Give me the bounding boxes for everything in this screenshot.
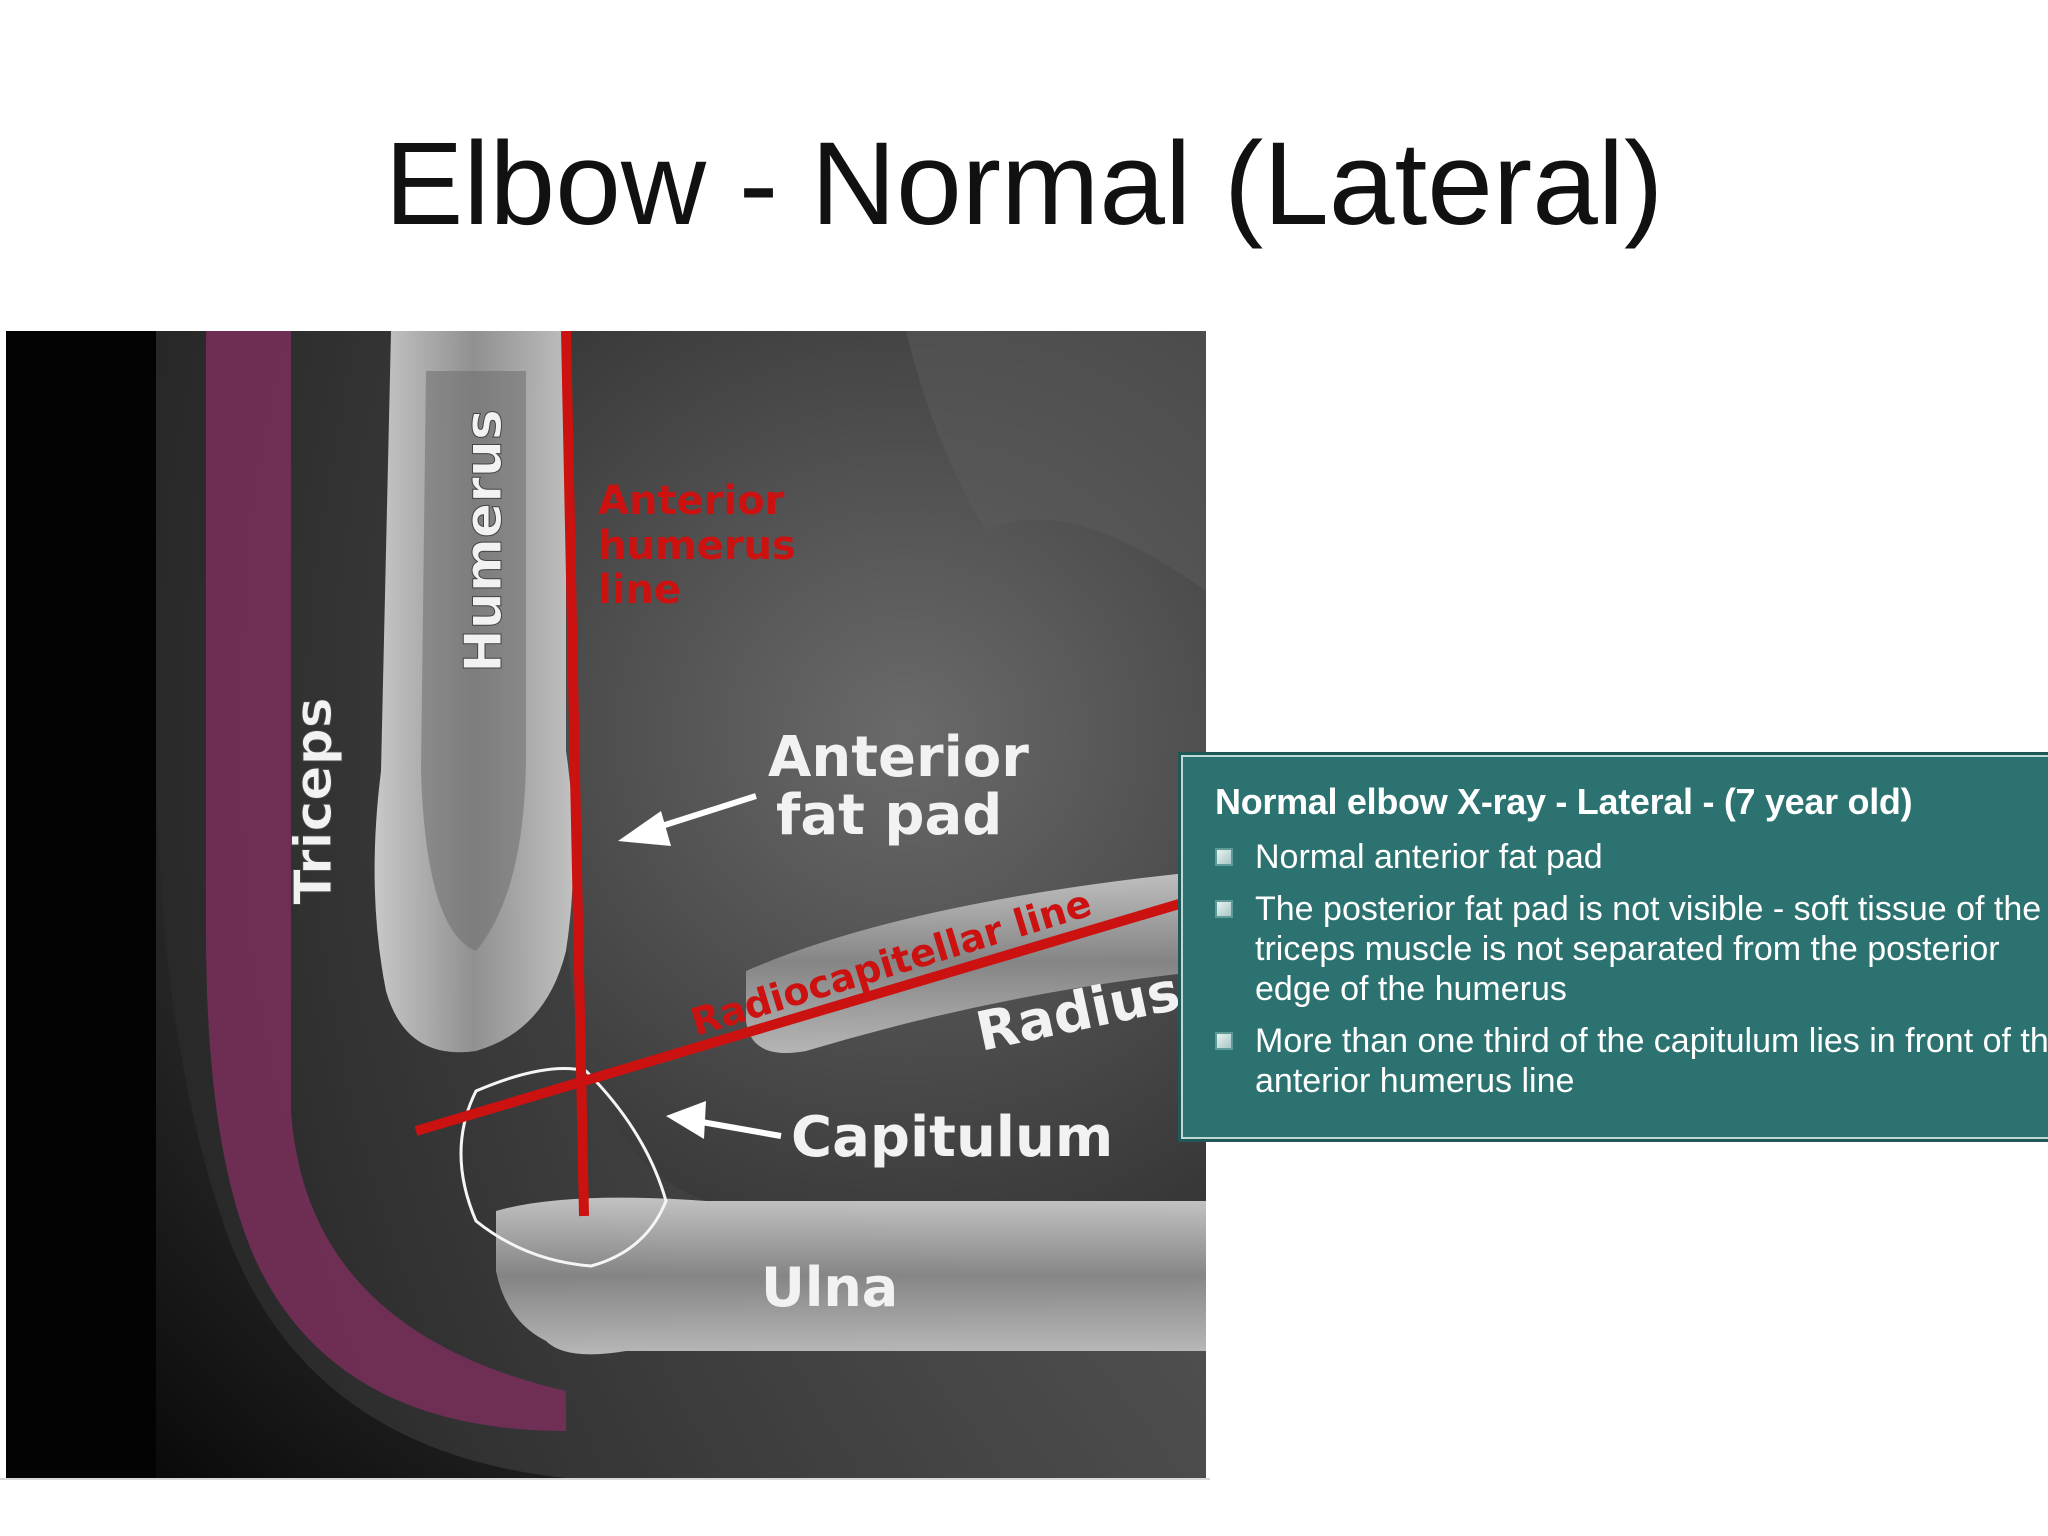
list-item: The posterior fat pad is not visible - s… xyxy=(1215,889,2048,1009)
image-bottom-edge xyxy=(0,1478,1210,1480)
humerus-medulla xyxy=(421,371,526,951)
label-anterior-fat-pad-1: Anterior xyxy=(768,725,1029,790)
capitulum-arrow xyxy=(666,1101,782,1139)
label-anterior-fat-pad-2: fat pad xyxy=(776,783,1002,848)
list-item-text: More than one third of the capitulum lie… xyxy=(1255,1022,2048,1100)
list-item: Normal anterior fat pad xyxy=(1215,837,2048,877)
label-capitulum: Capitulum xyxy=(791,1105,1113,1170)
list-item-text: Normal anterior fat pad xyxy=(1255,838,1603,876)
square-bullet-icon xyxy=(1215,848,1233,866)
label-ulna: Ulna xyxy=(761,1256,898,1319)
list-item-text: The posterior fat pad is not visible - s… xyxy=(1255,890,2042,1008)
elbow-xray-image: Triceps Humerus Anterior humerus line An… xyxy=(6,331,1206,1478)
info-heading: Normal elbow X-ray - Lateral - (7 year o… xyxy=(1215,781,1913,822)
forearm-shadow xyxy=(906,331,1206,591)
label-anterior-humerus-line-3: line xyxy=(598,567,681,613)
list-item: More than one third of the capitulum lie… xyxy=(1215,1021,2048,1101)
xray-figure: Triceps Humerus Anterior humerus line An… xyxy=(6,331,1206,1478)
label-anterior-humerus-line-2: humerus xyxy=(598,523,796,569)
anterior-fat-pad-arrow xyxy=(618,793,757,846)
anterior-humerus-line xyxy=(561,331,589,1217)
radiocapitellar-line xyxy=(414,891,1206,1136)
info-callout-box: Normal elbow X-ray - Lateral - (7 year o… xyxy=(1178,752,2048,1142)
label-anterior-humerus-line-1: Anterior xyxy=(598,478,785,524)
square-bullet-icon xyxy=(1215,900,1233,918)
triceps-overlay xyxy=(206,331,566,1431)
label-humerus: Humerus xyxy=(454,409,514,673)
label-triceps: Triceps xyxy=(284,697,344,905)
square-bullet-icon xyxy=(1215,1032,1233,1050)
info-list: Normal anterior fat pad The posterior fa… xyxy=(1215,837,2048,1101)
xray-dark-edge xyxy=(6,331,156,1478)
slide-title: Elbow - Normal (Lateral) xyxy=(384,118,1664,250)
ulna-bone xyxy=(496,1197,1206,1355)
